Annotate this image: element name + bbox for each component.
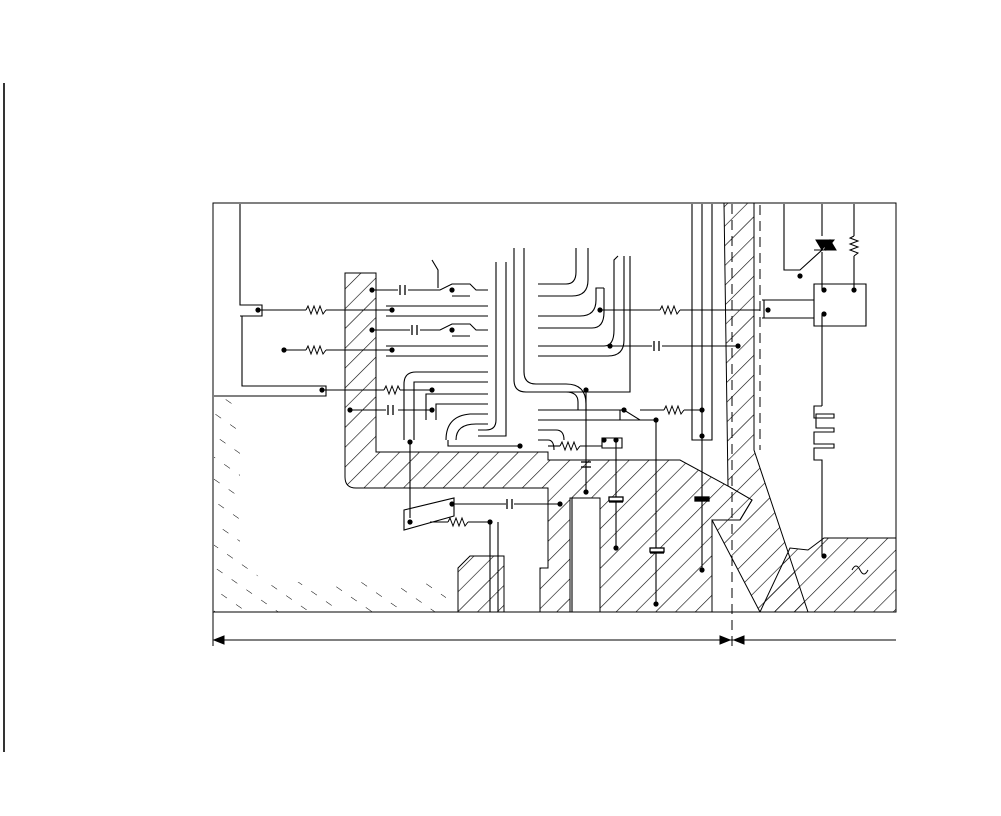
capacitor-c3 bbox=[387, 405, 394, 415]
capacitor-c6 bbox=[581, 461, 591, 468]
ac-source-icon bbox=[851, 565, 869, 575]
resistor-r5 bbox=[663, 404, 685, 416]
resistor-r3 bbox=[383, 384, 401, 396]
resistors bbox=[305, 235, 860, 528]
resistor-r1 bbox=[305, 304, 327, 316]
right-ground-corner bbox=[759, 537, 897, 613]
junction-dots bbox=[255, 273, 857, 607]
capacitors bbox=[387, 285, 710, 554]
lower-ground-tab bbox=[457, 555, 505, 613]
left-ground-region bbox=[214, 398, 446, 612]
resistor-r7 bbox=[447, 516, 469, 528]
hatched-regions bbox=[214, 202, 897, 613]
center-ground-plane bbox=[344, 272, 753, 613]
dimension-line bbox=[212, 612, 896, 646]
right-ground-strip bbox=[711, 202, 809, 613]
capacitor-c4 bbox=[653, 341, 660, 351]
resistor-r6 bbox=[559, 440, 581, 452]
capacitor-c7 bbox=[608, 496, 624, 503]
capacitor-c9 bbox=[694, 496, 710, 502]
inductor-coil bbox=[813, 405, 835, 462]
resistor-r8 bbox=[848, 235, 860, 257]
resistor-r4 bbox=[659, 304, 681, 316]
circuit-traces bbox=[214, 204, 867, 612]
diode-pair bbox=[814, 239, 837, 251]
resistor-r2 bbox=[305, 344, 327, 356]
capacitor-c1 bbox=[399, 285, 406, 295]
capacitor-c2 bbox=[411, 325, 418, 335]
capacitor-c8 bbox=[649, 547, 665, 554]
capacitor-c5 bbox=[506, 499, 513, 509]
